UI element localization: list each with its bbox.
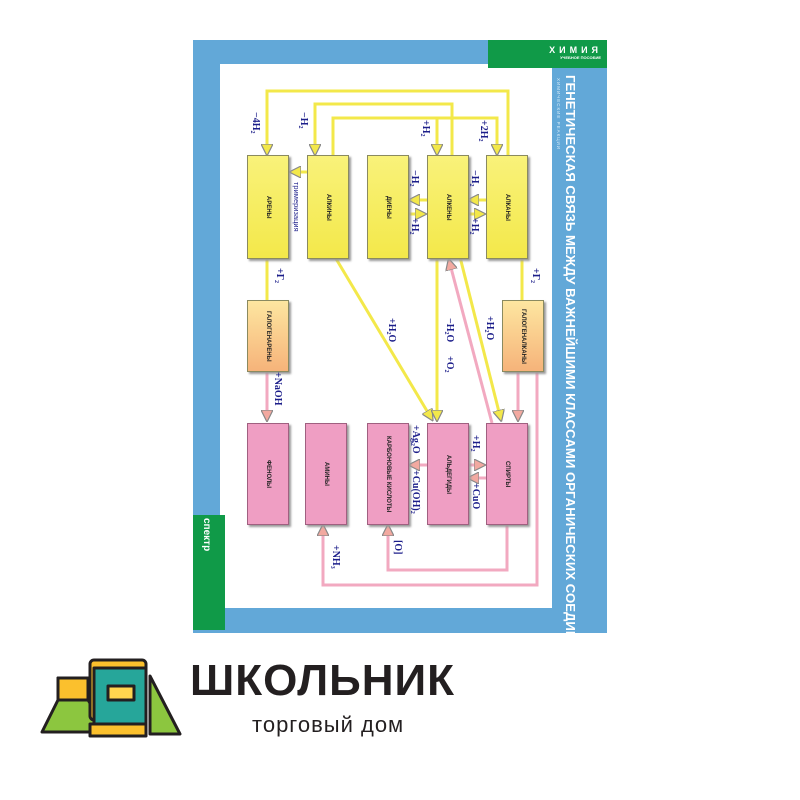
box-label: ДИЕНЫ: [385, 195, 391, 219]
box-label: ГАЛОГЕНАРЕНЫ: [265, 310, 271, 362]
box-phenols: ФЕНОЛЫ: [247, 423, 289, 525]
box-label: СПИРТЫ: [504, 460, 510, 488]
arrow-alkenes-alcohols: [458, 256, 500, 416]
arrow-haloalkanes-amines: [323, 370, 539, 587]
label-cuo: +CuO: [470, 483, 481, 510]
box-label: КАРБОНОВЫЕ КИСЛОТЫ: [385, 435, 391, 513]
box-carboxylic-acids: КАРБОНОВЫЕ КИСЛОТЫ: [367, 423, 409, 525]
header-subtitle: УЧЕБНОЕ ПОСОБИЕ: [560, 55, 601, 60]
brand-name: ШКОЛЬНИК: [190, 656, 455, 705]
publisher-logo: спектр: [193, 515, 225, 630]
label-halogen-left: +Г₂: [274, 268, 285, 284]
shkolnik-logo-icon: [40, 658, 182, 738]
box-haloalkanes: ГАЛОГЕНАЛКАНЫ: [502, 300, 544, 372]
box-label: АЛКИНЫ: [325, 193, 331, 221]
box-label: ФЕНОЛЫ: [265, 459, 271, 489]
box-label: АЛКАНЫ: [504, 193, 510, 221]
label-oxidation: [O]: [392, 540, 403, 555]
label-ag2o: +Ag₂O: [410, 425, 421, 454]
box-amines: АМИНЫ: [305, 423, 347, 525]
label-water-alkenes: +H₂O: [484, 316, 495, 341]
publisher-name: спектр: [201, 518, 212, 552]
label-dienes-minus-h2: −H₂: [409, 170, 420, 187]
poster-series: ХИМИЧЕСКИЕ РЕАКЦИИ: [556, 78, 561, 150]
box-label: ГАЛОГЕНАЛКАНЫ: [520, 308, 526, 364]
label-naoh: +NaOH: [272, 372, 283, 406]
box-alkenes: АЛКЕНЫ: [427, 155, 469, 259]
arrow-alcohols-acids: [388, 523, 509, 572]
box-haloarenes: ГАЛОГЕНАРЕНЫ: [247, 300, 289, 372]
label-halogen-right: +Г₂: [530, 268, 541, 284]
arrow-alcohols-alkenes: [450, 264, 494, 424]
box-arenes: АРЕНЫ: [247, 155, 289, 259]
box-label: АЛЬДЕГИДЫ: [445, 454, 451, 494]
label-alkanes-minus-h2: −H₂: [469, 170, 480, 187]
label-plus-h2: +H₂: [420, 120, 431, 137]
label-minus-water: −H₂O: [444, 318, 455, 343]
label-alkanes-plus-h2: +H₂: [469, 218, 480, 235]
box-label: АЛКЕНЫ: [445, 193, 451, 221]
label-oxygen: +O₂: [444, 356, 455, 373]
arrow-alkynes-alkenes: [331, 116, 437, 155]
label-plus-2h2: +2H₂: [478, 120, 489, 142]
box-dienes: ДИЕНЫ: [367, 155, 409, 259]
box-alkynes: АЛКИНЫ: [307, 155, 349, 259]
box-alcohols: СПИРТЫ: [486, 423, 528, 525]
arrow-alkynes-aldehydes: [333, 256, 430, 416]
arrow-alkynes-alkanes: [437, 116, 497, 150]
box-alkanes: АЛКАНЫ: [486, 155, 528, 259]
label-minus-h2: −H₂: [298, 112, 309, 129]
label-dienes-plus-h2: +H₂: [409, 218, 420, 235]
arrow-alkenes-alkynes: [315, 102, 454, 155]
arrow-alkanes-arenes: [267, 89, 510, 155]
label-nh3: +NH₃: [330, 545, 341, 569]
poster-header: ХИМИЯ УЧЕБНОЕ ПОСОБИЕ: [488, 40, 607, 68]
label-minus-4h2: −4H₂: [250, 112, 261, 134]
label-water-alkynes: +H₂O: [386, 318, 397, 343]
poster-title: ГЕНЕТИЧЕСКАЯ СВЯЗЬ МЕЖДУ ВАЖНЕЙШИМИ КЛАС…: [563, 75, 578, 678]
label-trimerization: тримеризация: [292, 182, 301, 232]
box-label: АРЕНЫ: [265, 195, 271, 219]
box-aldehydes: АЛЬДЕГИДЫ: [427, 423, 469, 525]
header-title: ХИМИЯ: [549, 45, 602, 55]
box-label: АМИНЫ: [323, 462, 329, 486]
brand-subtitle: торговый дом: [252, 712, 405, 737]
label-cuoh2: +Cu(OH)₂: [410, 470, 421, 514]
label-h2-aldehydes: +H₂: [470, 435, 481, 452]
